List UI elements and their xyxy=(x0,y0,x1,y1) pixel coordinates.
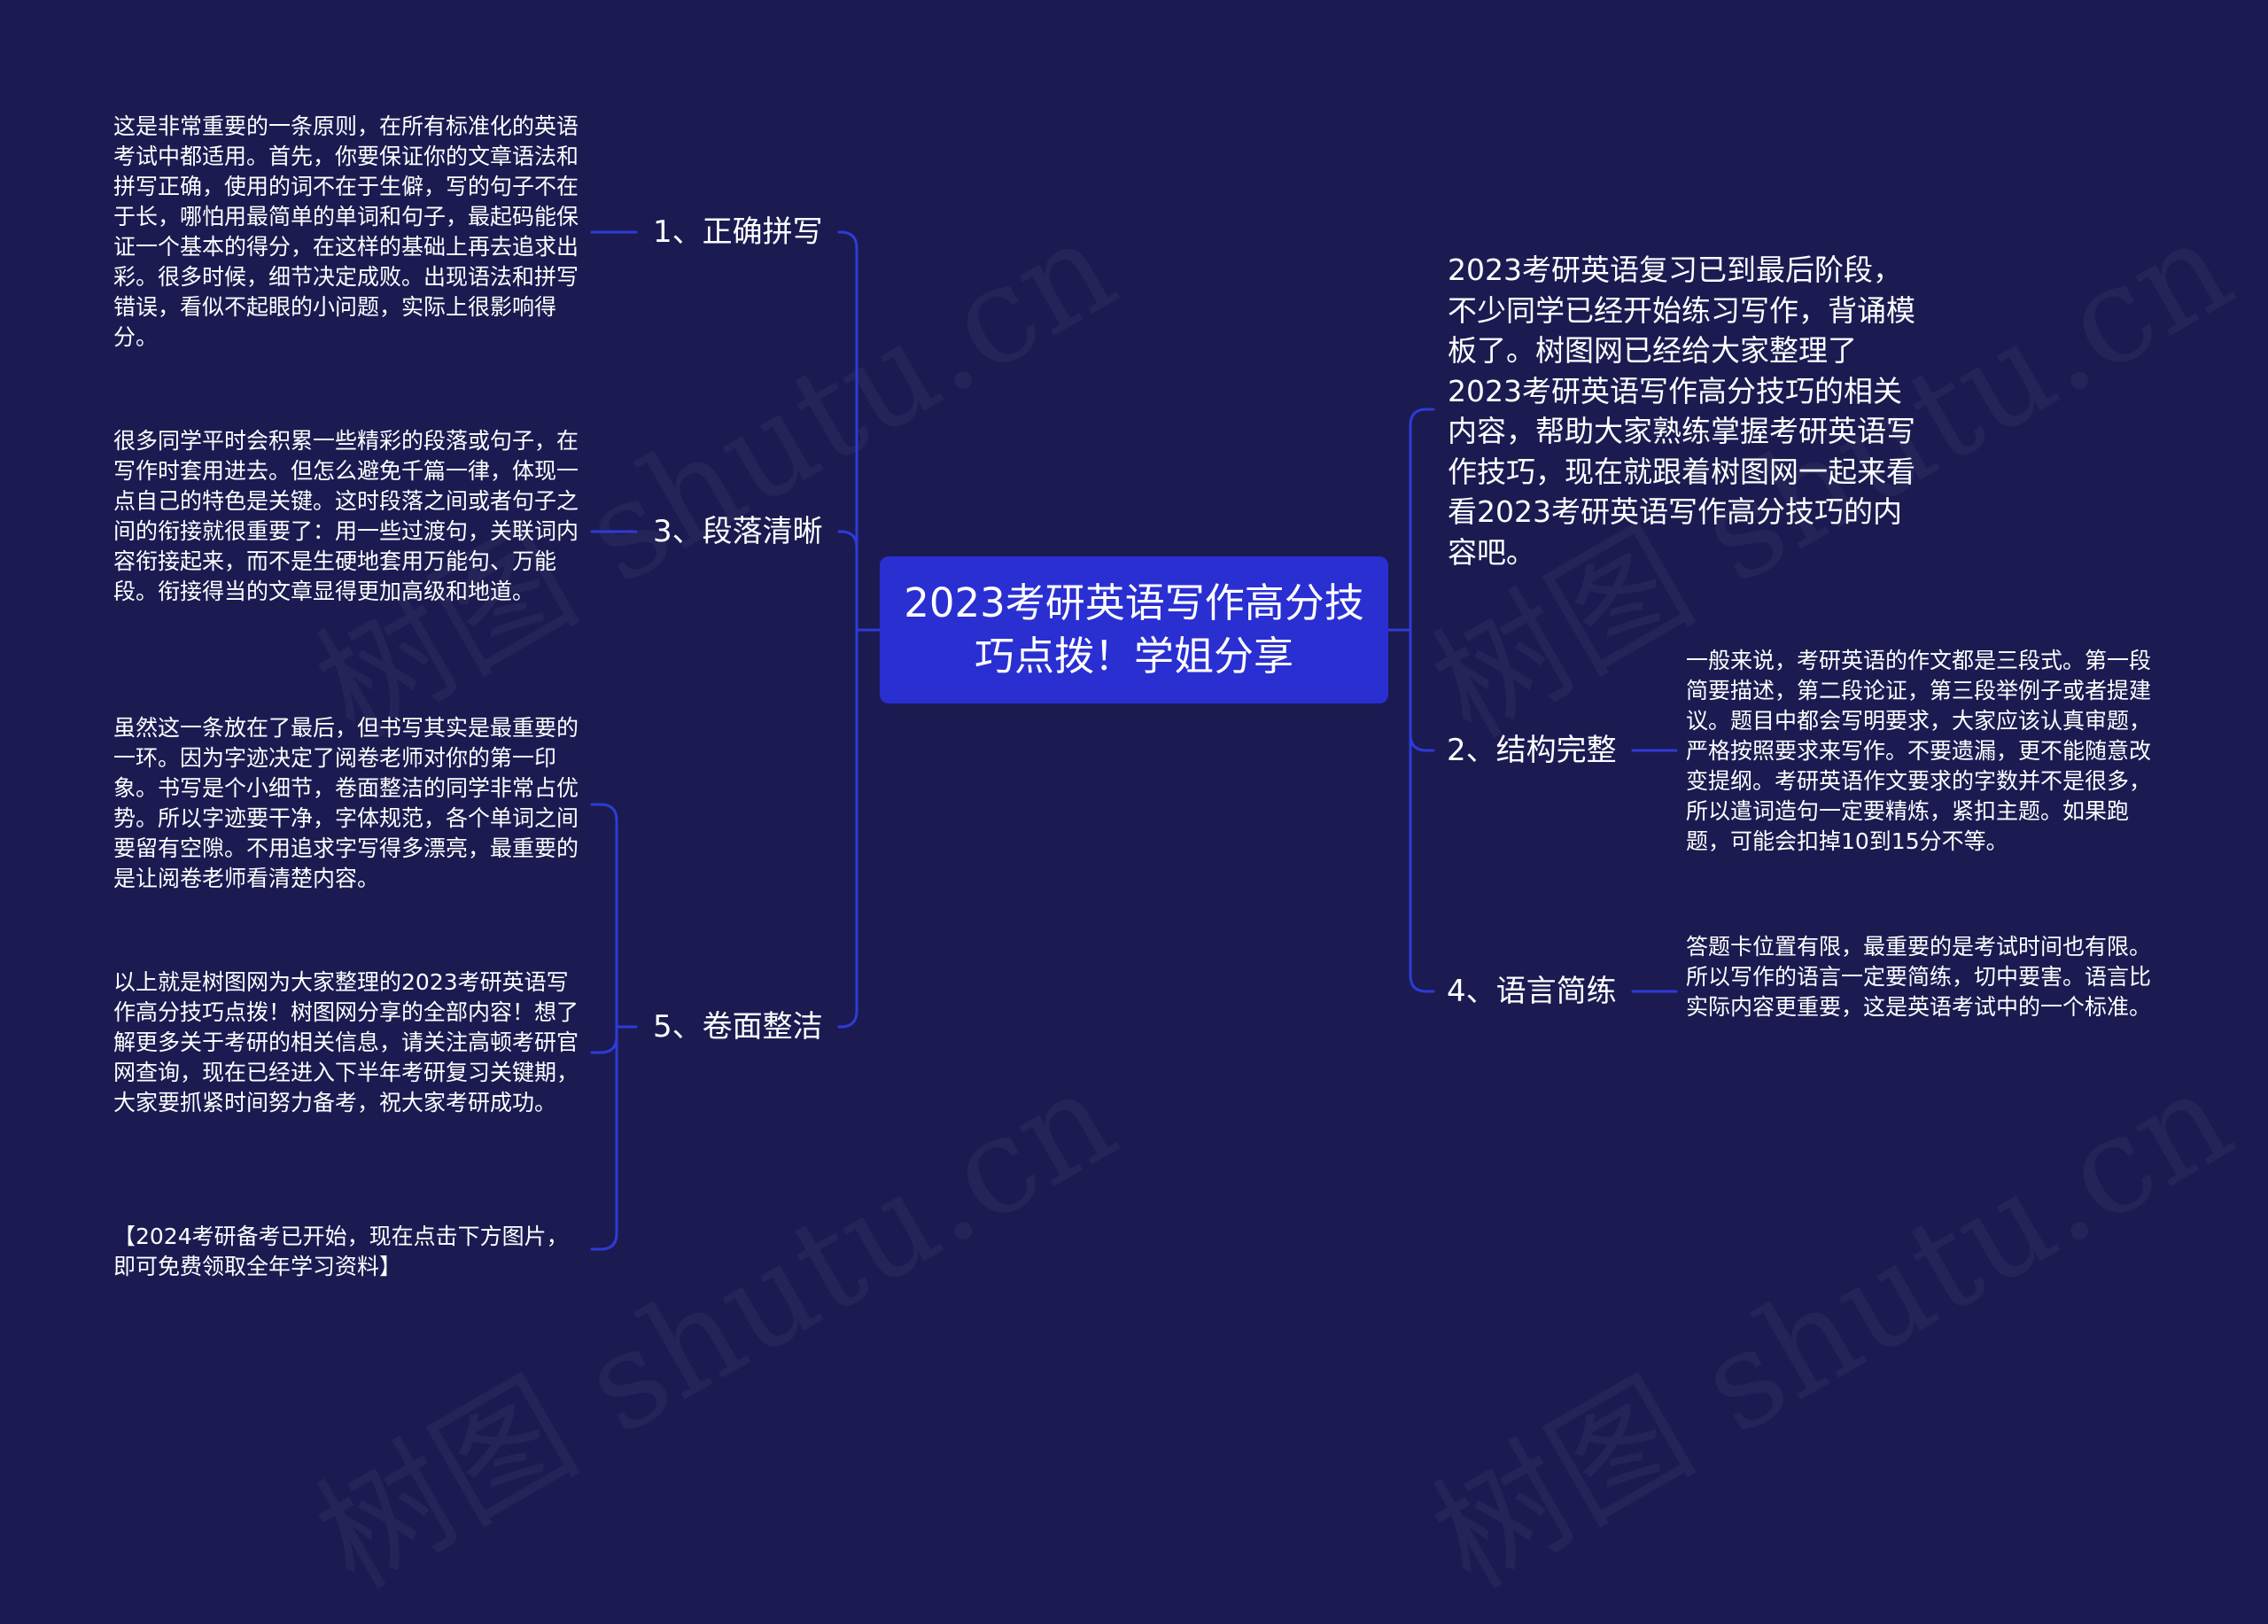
branch-complete-structure[interactable]: 2、结构完整 xyxy=(1447,733,1617,768)
intro-text: 2023考研英语复习已到最后阶段，不少同学已经开始练习写作，背诵模板了。树图网已… xyxy=(1448,253,1915,570)
connector-branch-4 xyxy=(1409,628,1435,993)
connector-branch-1 xyxy=(837,230,858,632)
leaf-handwriting-detail: 虽然这一条放在了最后，但书写其实是最重要的一环。因为字迹决定了阅卷老师对你的第一… xyxy=(113,715,579,891)
connector-intro xyxy=(1409,408,1435,632)
root-topic[interactable]: 2023考研英语写作高分技巧点拨！学姐分享 xyxy=(880,556,1388,703)
connector-leaf-5b xyxy=(590,1025,618,1054)
branch-correct-spelling[interactable]: 1、正确拼写 xyxy=(653,214,823,250)
connector-leaf-5c xyxy=(590,1025,618,1251)
branch-concise-language[interactable]: 4、语言简练 xyxy=(1447,974,1617,1009)
leaf-summary: 以上就是树图网为大家整理的2023考研英语写作高分技巧点拨！树图网分享的全部内容… xyxy=(113,969,579,1115)
leaf-structure-detail: 一般来说，考研英语的作文都是三段式。第一段简要描述，第二段论证，第三段举例子或者… xyxy=(1686,648,2152,854)
leaf-promo[interactable]: 【2024考研备考已开始，现在点击下方图片，即可免费领取全年学习资料】 xyxy=(113,1224,569,1279)
connector-leaf-5a xyxy=(590,803,618,1029)
mind-map-canvas: 树图 shutu.cn 树图 shutu.cn 树图 shutu.cn 树图 s… xyxy=(113,113,2152,1279)
branch-clear-paragraphs[interactable]: 3、段落清晰 xyxy=(653,514,823,549)
connector-branch-5 xyxy=(837,628,858,1029)
leaf-spelling-detail: 这是非常重要的一条原则，在所有标准化的英语考试中都适用。首先，你要保证你的文章语… xyxy=(113,113,579,350)
branch-neat-handwriting[interactable]: 5、卷面整洁 xyxy=(653,1009,823,1045)
leaf-paragraph-detail: 很多同学平时会积累一些精彩的段落或句子，在写作时套用进去。但怎么避免千篇一律，体… xyxy=(113,428,579,604)
connector-branch-3 xyxy=(837,530,858,632)
connector-lines xyxy=(590,230,1678,1251)
leaf-language-detail: 答题卡位置有限，最重要的是考试时间也有限。所以写作的语言一定要简练，切中要害。语… xyxy=(1686,934,2152,1020)
root-topic-title: 2023考研英语写作高分技巧点拨！学姐分享 xyxy=(904,579,1364,680)
connector-branch-2 xyxy=(1409,628,1435,752)
